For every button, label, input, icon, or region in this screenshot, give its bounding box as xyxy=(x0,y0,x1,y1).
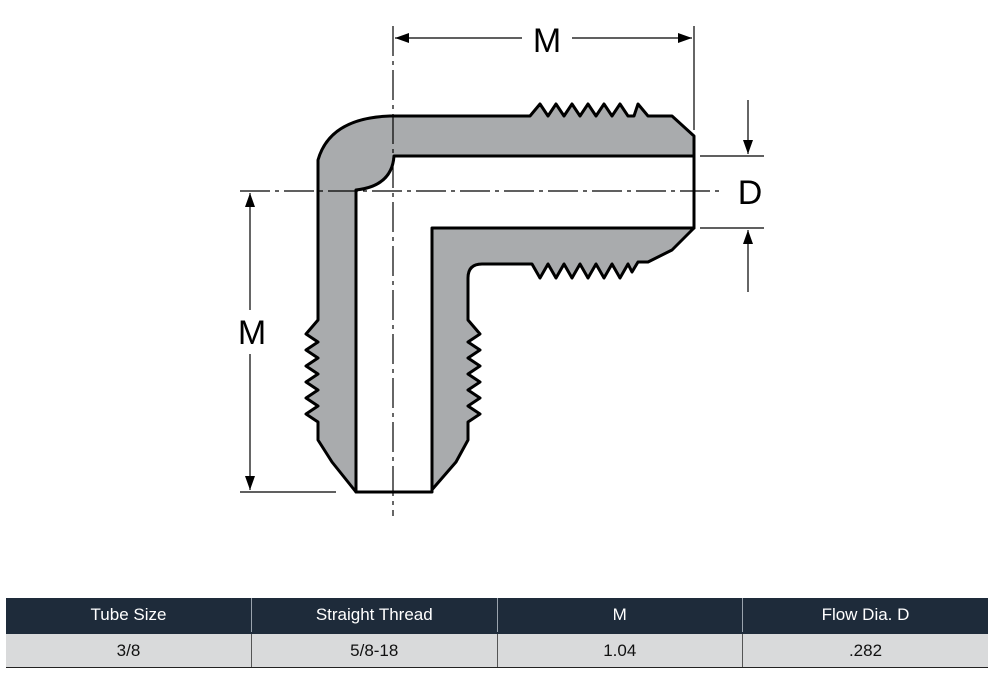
top-arrow-left xyxy=(395,33,409,43)
header-flow-dia: Flow Dia. D xyxy=(742,598,988,633)
d-arrow-top xyxy=(743,140,753,154)
header-tube-size: Tube Size xyxy=(6,598,252,633)
cell-straight-thread: 5/8-18 xyxy=(251,632,497,668)
spec-table: Tube Size Straight Thread M Flow Dia. D … xyxy=(6,598,988,668)
cell-m: 1.04 xyxy=(496,632,743,668)
top-arrow-right xyxy=(678,33,692,43)
d-arrow-bottom xyxy=(743,230,753,244)
top-m-label: M xyxy=(533,22,561,60)
cell-flow-dia: .282 xyxy=(742,632,988,668)
cell-tube-size: 3/8 xyxy=(6,632,252,668)
table-row: 3/8 5/8-18 1.04 .282 xyxy=(6,632,988,668)
elbow-fitting-diagram: M M D xyxy=(238,22,764,516)
flow-bore xyxy=(354,154,696,494)
left-arrow-top xyxy=(245,193,255,207)
table-header-row: Tube Size Straight Thread M Flow Dia. D xyxy=(6,598,988,633)
header-straight-thread: Straight Thread xyxy=(251,598,497,633)
left-arrow-bottom xyxy=(245,476,255,490)
left-m-label: M xyxy=(238,314,266,352)
header-m: M xyxy=(496,598,743,633)
d-label: D xyxy=(738,174,763,212)
